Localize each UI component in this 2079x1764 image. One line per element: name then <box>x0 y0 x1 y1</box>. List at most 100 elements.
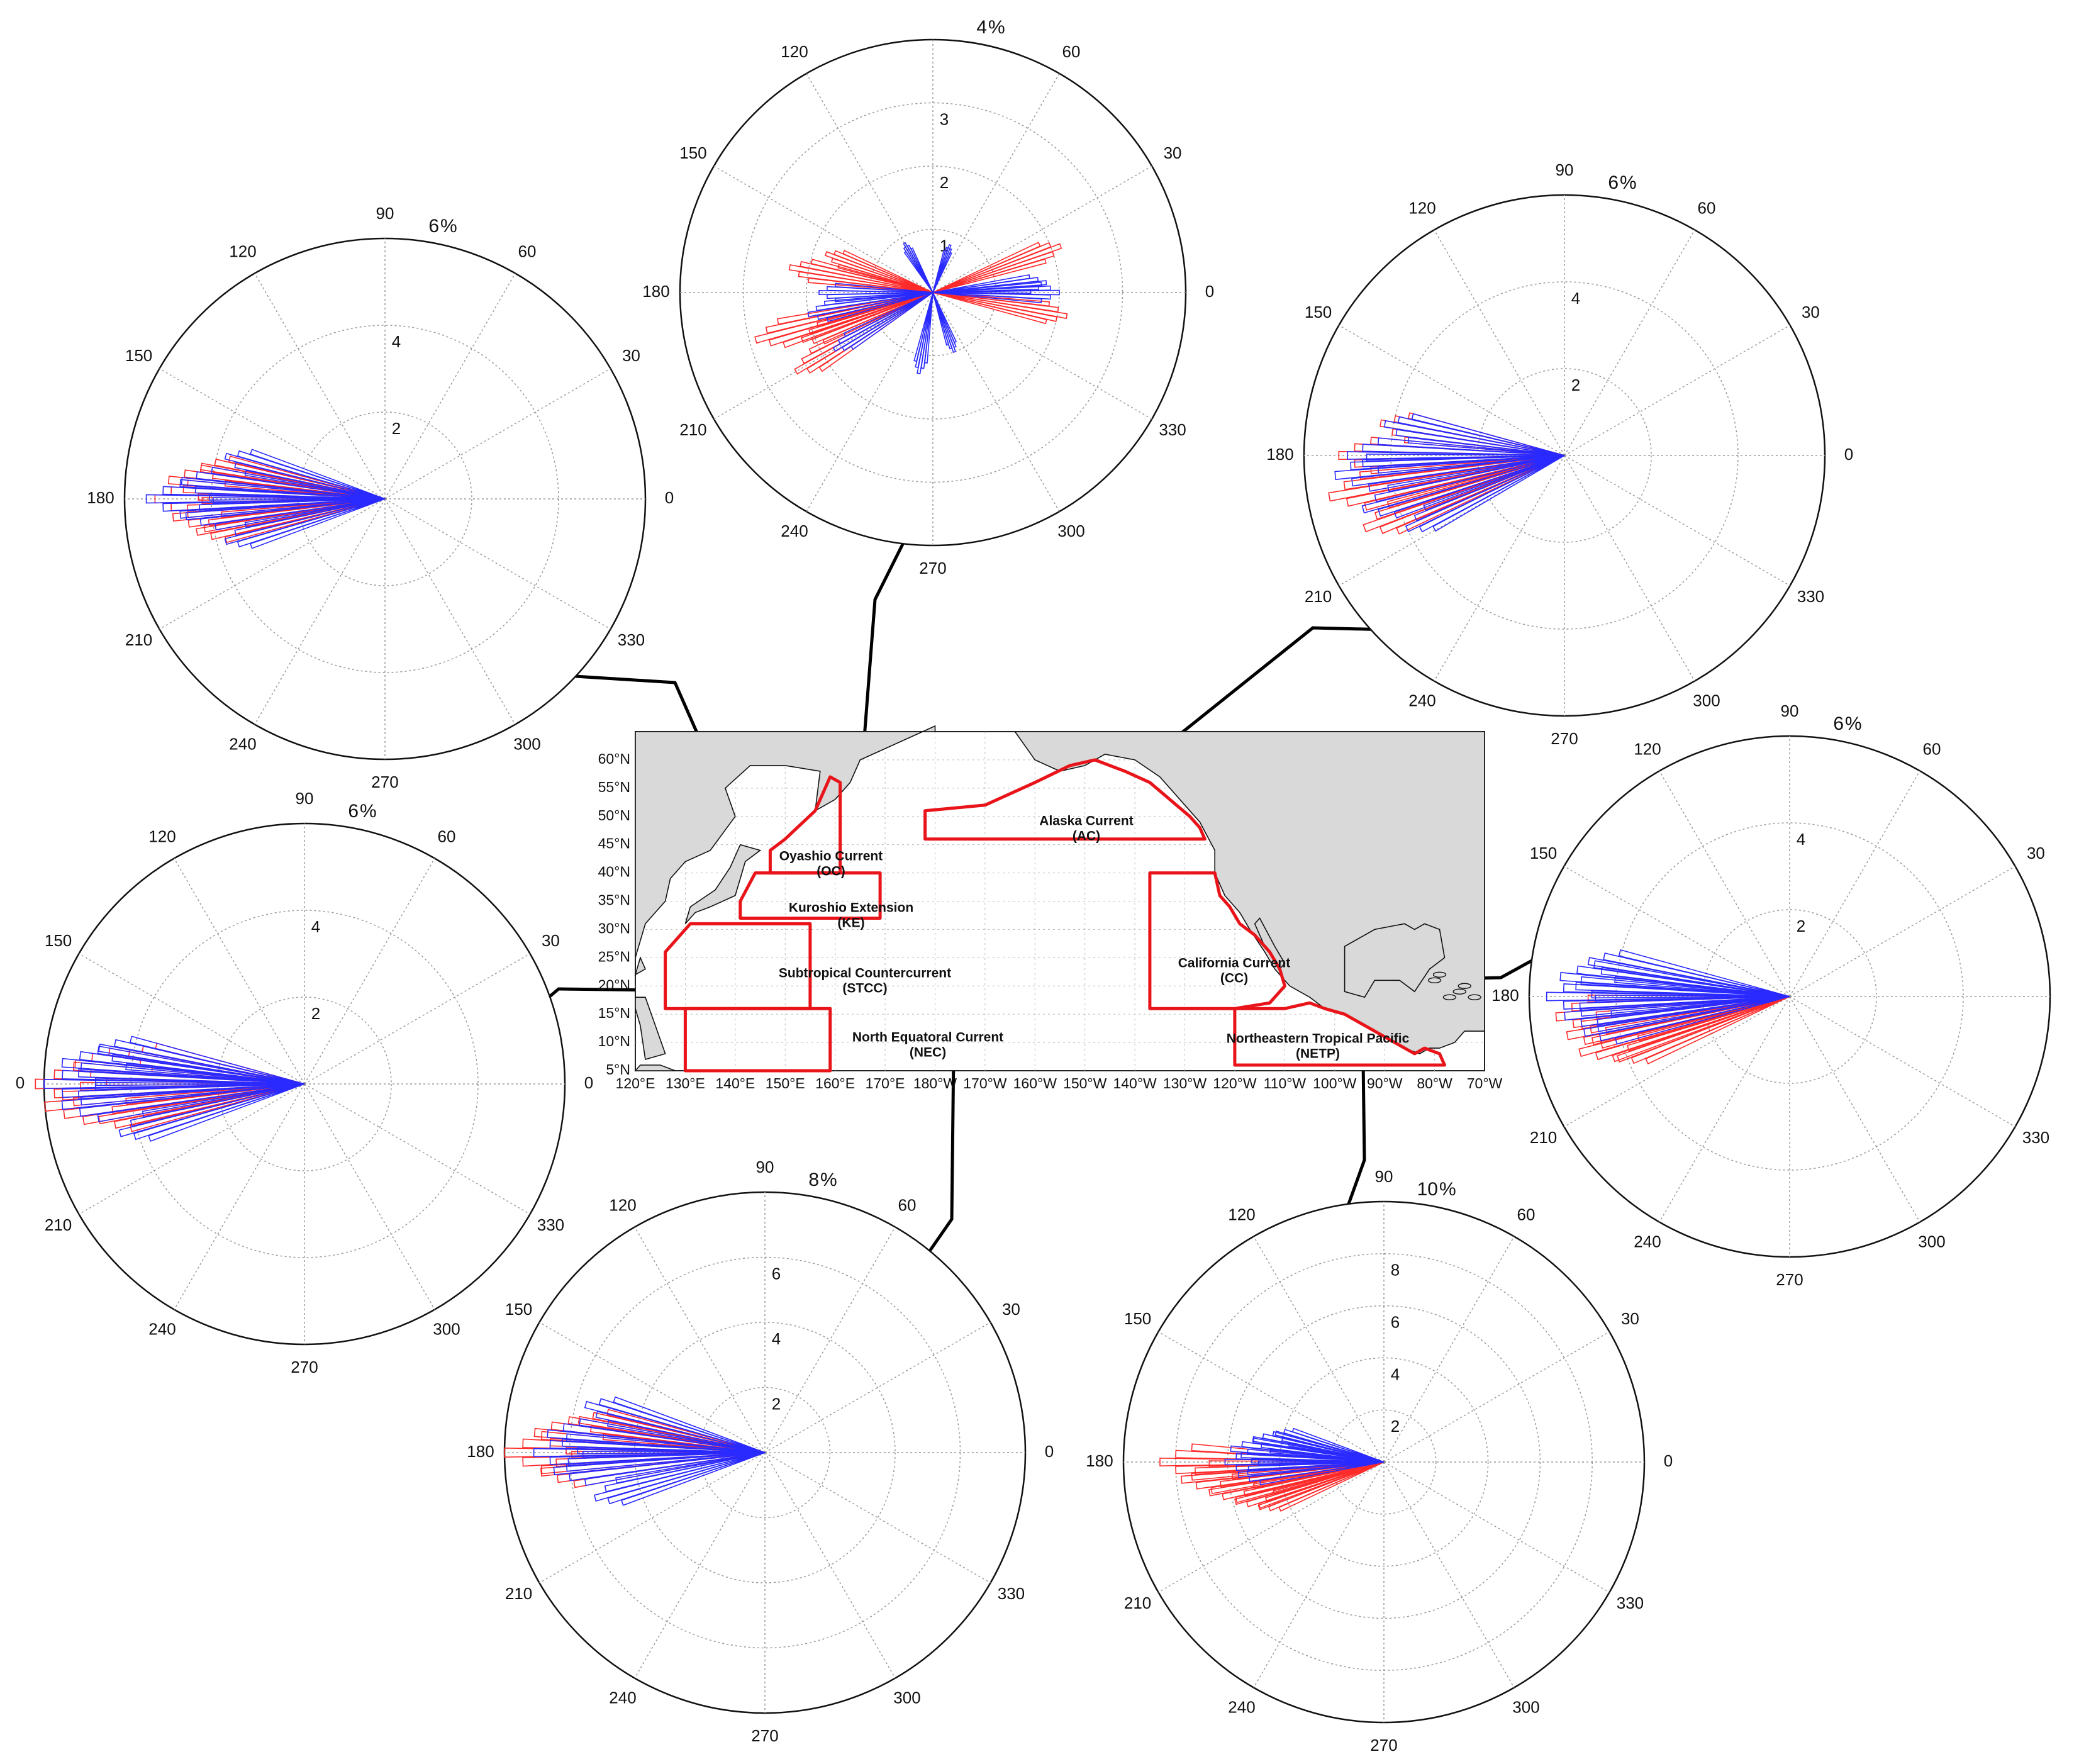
lat-tick-label: 15°N <box>598 1005 630 1021</box>
polar-angle-label: 30 <box>1002 1300 1020 1319</box>
polar-angle-label: 30 <box>542 931 560 950</box>
lon-tick-label: 130°W <box>1163 1075 1207 1091</box>
polar-angle-label: 270 <box>919 559 946 578</box>
polar-bar <box>148 1083 305 1142</box>
island <box>1427 977 1442 983</box>
polar-angle-label: 120 <box>1408 198 1435 217</box>
polar-spoke <box>1564 996 1790 1127</box>
island <box>1468 994 1481 1000</box>
lon-tick-label: 160°W <box>1013 1075 1057 1091</box>
polar-angle-label: 60 <box>518 242 537 260</box>
lat-tick-label: 20°N <box>598 976 630 993</box>
lon-tick-label: 180°W <box>913 1075 957 1091</box>
polar-angle-label: 30 <box>622 346 640 365</box>
polar-spoke <box>539 1452 766 1583</box>
polar-bar <box>1377 455 1565 474</box>
polar-spoke <box>1789 866 2015 997</box>
polar-angle-label: 120 <box>1228 1205 1255 1224</box>
polar-ring <box>634 1322 896 1583</box>
lat-tick-label: 55°N <box>598 779 630 795</box>
polar-angle-label: 150 <box>125 346 152 365</box>
polar-bar <box>606 1420 766 1453</box>
polar-unit-label: % <box>440 216 457 237</box>
polar-bar <box>244 469 386 500</box>
lon-tick-label: 160°E <box>815 1075 855 1091</box>
polar-spoke <box>1339 325 1565 456</box>
polar-bar <box>1614 996 1790 1045</box>
lon-tick-label: 170°E <box>866 1075 905 1091</box>
region-abbr-ke: (KE) <box>837 916 864 930</box>
polar-bar <box>249 498 386 549</box>
lat-tick-label: 60°N <box>598 751 630 767</box>
polar-angle-label: 180 <box>642 282 669 301</box>
polar-angle-label: 90 <box>296 789 314 808</box>
polar-unit-label: % <box>820 1169 837 1190</box>
region-abbr-cc: (CC) <box>1220 971 1248 986</box>
polar-spoke <box>1434 455 1565 681</box>
polar-bar <box>129 1083 305 1132</box>
polar-spoke <box>1253 1236 1385 1463</box>
polar-angle-label: 180 <box>87 488 114 507</box>
polar-bar <box>822 292 934 345</box>
polar-bar <box>125 1063 305 1085</box>
polar-angle-label: 120 <box>1634 739 1661 758</box>
polar-bar <box>924 292 934 364</box>
polar-angle-label: 330 <box>998 1584 1025 1603</box>
polar-ring-label: 4 <box>1571 289 1580 308</box>
island <box>1458 983 1471 989</box>
polar-angle-label: 180 <box>1266 445 1293 464</box>
region-outline-nec <box>683 1007 832 1073</box>
polar-spoke <box>384 498 611 630</box>
polar-bar <box>1368 455 1565 492</box>
lat-tick-label: 45°N <box>598 835 630 852</box>
polar-bar <box>932 292 957 343</box>
polar-angle-label: 150 <box>1124 1309 1151 1328</box>
polar-spoke <box>304 1083 530 1215</box>
lon-tick-label: 150°E <box>766 1075 805 1091</box>
polar-angle-label: 180 <box>467 1442 494 1461</box>
polar-bar <box>783 292 934 349</box>
polar-max-label: 10 <box>1417 1179 1438 1200</box>
polar-angle-label: 60 <box>1923 739 1941 758</box>
polar-unit-label: % <box>1845 713 1862 734</box>
polar-angle-label: 270 <box>291 1358 318 1376</box>
polar-ring-label: 4 <box>772 1329 781 1348</box>
polar-spoke <box>1158 1331 1385 1463</box>
polar-spoke <box>1253 1461 1385 1688</box>
polar-bar <box>1269 1448 1385 1463</box>
polar-angle-label: 120 <box>781 42 808 61</box>
polar-bar <box>179 498 386 519</box>
polar-bar <box>209 493 386 501</box>
lat-tick-label: 50°N <box>598 807 630 823</box>
polar-angle-label: 240 <box>609 1688 636 1707</box>
polar-angle-label: 240 <box>148 1319 176 1338</box>
land-mass <box>1344 923 1446 998</box>
region-abbr-ac: (AC) <box>1073 829 1100 844</box>
polar-max-label: 6 <box>428 216 439 237</box>
polar-spoke <box>1564 325 1790 456</box>
lon-tick-label: 90°W <box>1367 1075 1403 1091</box>
polar-spoke <box>1564 866 1790 997</box>
polar-angle-label: 300 <box>1057 522 1084 540</box>
region-name-cc: California Current <box>1178 956 1291 971</box>
polar-bar <box>1235 1461 1385 1504</box>
polar-bar <box>620 1452 766 1506</box>
polar-angle-label: 210 <box>679 420 706 439</box>
polar-ring-label: 4 <box>1797 830 1805 849</box>
polar-spoke <box>1158 1461 1385 1593</box>
polar-ring-label: 3 <box>940 109 949 128</box>
polar-bar <box>1645 996 1790 1064</box>
polar-bar <box>1612 996 1790 1063</box>
polar-spoke <box>384 498 516 725</box>
polar-angle-label: 300 <box>1512 1697 1539 1716</box>
lat-tick-label: 10°N <box>598 1033 630 1049</box>
polar-bar <box>837 264 934 293</box>
polar-bar <box>1251 1458 1385 1464</box>
polar-angle-label: 270 <box>751 1726 778 1745</box>
polar-angle-label: 150 <box>679 143 706 162</box>
